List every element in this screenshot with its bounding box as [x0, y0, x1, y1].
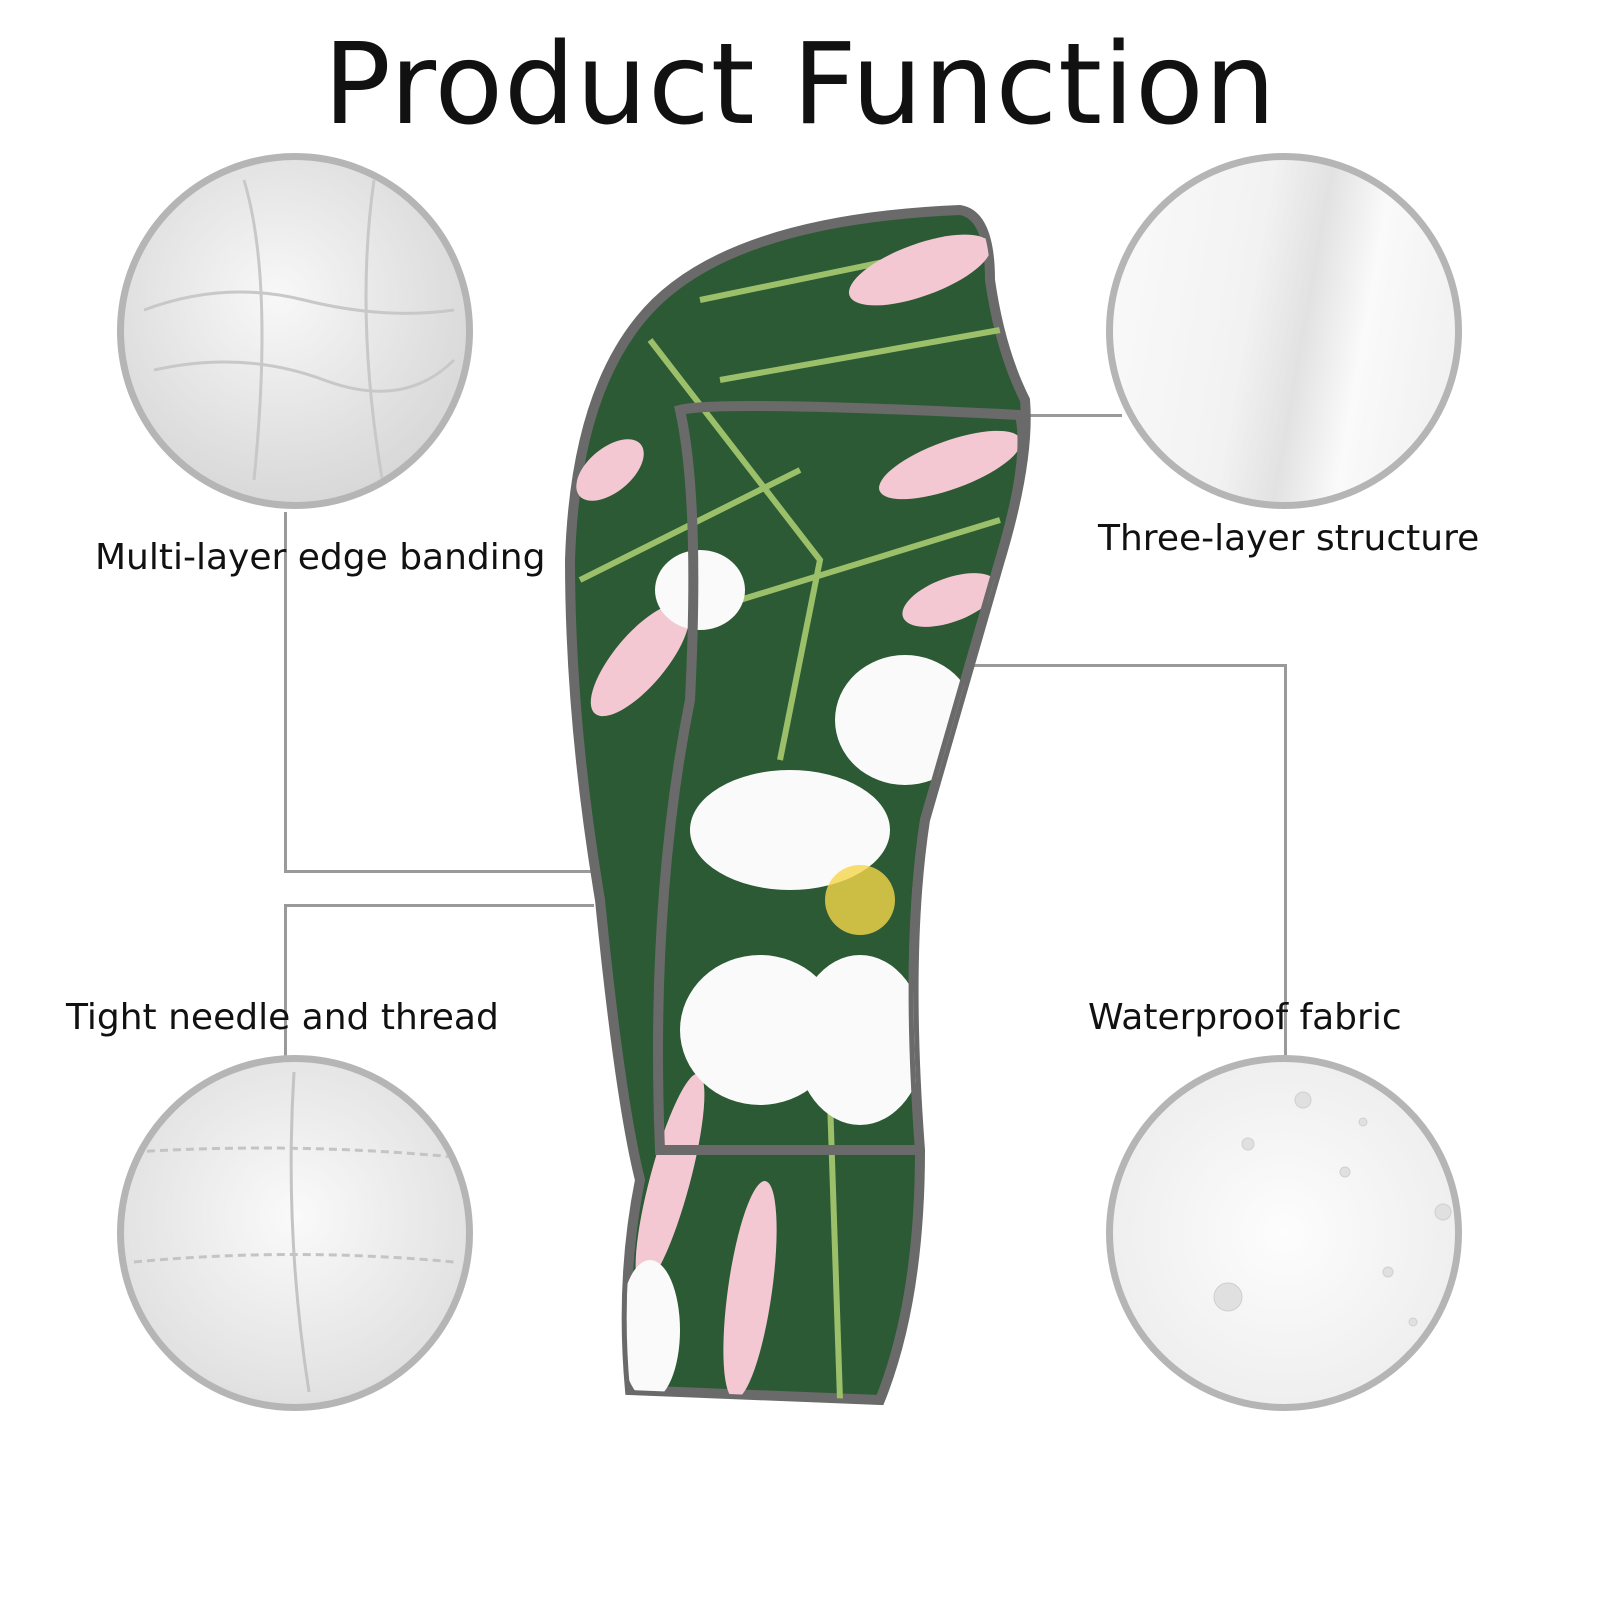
- edge-banding-detail-image: [117, 153, 473, 509]
- connector-line: [284, 512, 287, 872]
- feature-label-edge-banding: Multi-layer edge banding: [95, 537, 546, 578]
- three-layer-detail-image: [1106, 153, 1462, 509]
- connector-line: [1028, 414, 1122, 417]
- feature-label-needle-thread: Tight needle and thread: [66, 997, 499, 1038]
- needle-thread-detail-image: [117, 1055, 473, 1411]
- feature-label-three-layer: Three-layer structure: [1098, 518, 1480, 559]
- connector-line: [965, 664, 1287, 667]
- connector-line: [1284, 664, 1287, 1056]
- waterproof-detail-image: [1106, 1055, 1462, 1411]
- connector-line: [284, 904, 287, 1056]
- connector-line: [284, 870, 594, 873]
- feature-label-waterproof: Waterproof fabric: [1088, 997, 1402, 1038]
- page-title: Product Function: [323, 20, 1277, 150]
- connector-line: [284, 904, 594, 907]
